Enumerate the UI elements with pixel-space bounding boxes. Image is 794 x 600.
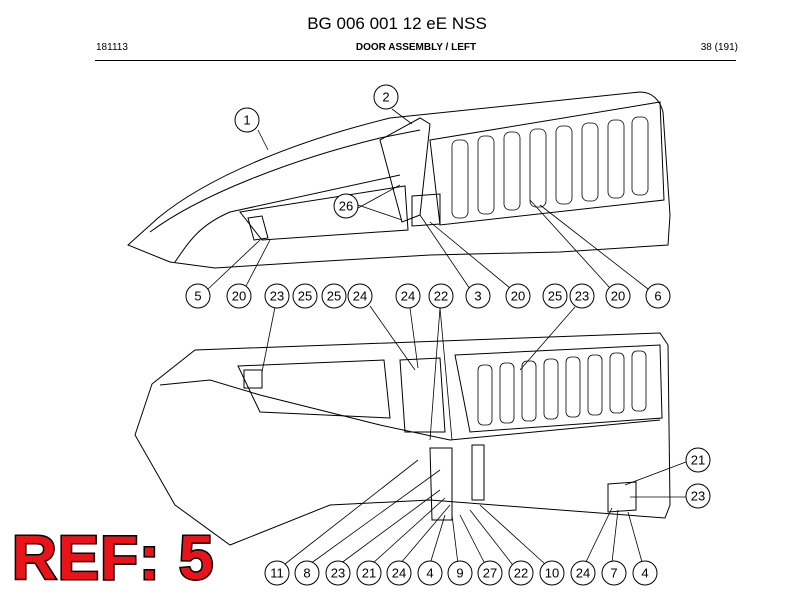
header-rule xyxy=(95,60,736,61)
callout-25: 25 xyxy=(321,283,347,309)
svg-text:11: 11 xyxy=(270,566,284,581)
callout-25: 25 xyxy=(292,283,318,309)
callout-22: 22 xyxy=(508,560,534,586)
svg-text:6: 6 xyxy=(654,289,661,304)
svg-text:22: 22 xyxy=(434,289,448,304)
callout-7: 7 xyxy=(601,560,627,586)
svg-text:24: 24 xyxy=(576,566,590,581)
svg-text:20: 20 xyxy=(511,289,525,304)
svg-text:24: 24 xyxy=(353,289,367,304)
svg-text:4: 4 xyxy=(426,566,433,581)
callout-21: 21 xyxy=(356,560,382,586)
svg-text:21: 21 xyxy=(691,453,705,468)
svg-text:21: 21 xyxy=(362,566,376,581)
svg-text:2: 2 xyxy=(382,90,389,105)
svg-text:23: 23 xyxy=(691,489,705,504)
svg-text:7: 7 xyxy=(610,566,617,581)
svg-text:3: 3 xyxy=(474,289,481,304)
callout-26: 26 xyxy=(333,193,359,219)
svg-text:25: 25 xyxy=(548,289,562,304)
svg-text:23: 23 xyxy=(575,289,589,304)
callout-22: 22 xyxy=(428,283,454,309)
callout-23: 23 xyxy=(264,283,290,309)
leader-lines xyxy=(206,108,687,565)
svg-text:23: 23 xyxy=(331,566,345,581)
callout-23: 23 xyxy=(325,560,351,586)
document-date: 181113 xyxy=(96,42,128,53)
svg-text:1: 1 xyxy=(243,113,250,128)
section-title: DOOR ASSEMBLY / LEFT xyxy=(355,42,477,53)
callout-24: 24 xyxy=(347,283,373,309)
svg-text:20: 20 xyxy=(611,289,625,304)
callout-11: 11 xyxy=(264,560,290,586)
page-number: 38 (191) xyxy=(700,42,738,53)
callout-25: 25 xyxy=(542,283,568,309)
vent-slats-top xyxy=(451,116,649,219)
callout-3: 3 xyxy=(465,283,491,309)
svg-text:26: 26 xyxy=(339,199,353,214)
svg-text:24: 24 xyxy=(392,566,406,581)
callout-6: 6 xyxy=(645,283,671,309)
svg-text:22: 22 xyxy=(514,566,528,581)
document-title: BG 006 001 12 eE NSS xyxy=(307,14,487,33)
svg-text:9: 9 xyxy=(456,566,463,581)
svg-text:20: 20 xyxy=(232,289,246,304)
callout-20: 20 xyxy=(605,283,631,309)
callout-23: 23 xyxy=(569,283,595,309)
callout-23: 23 xyxy=(685,483,711,509)
callout-27: 27 xyxy=(477,560,503,586)
svg-text:25: 25 xyxy=(298,289,312,304)
ref-label: REF: 5 xyxy=(10,524,215,593)
callout-24: 24 xyxy=(386,560,412,586)
door-outline-top xyxy=(127,91,671,269)
callout-24: 24 xyxy=(395,283,421,309)
callout-20: 20 xyxy=(505,283,531,309)
svg-text:25: 25 xyxy=(327,289,341,304)
callout-20: 20 xyxy=(226,283,252,309)
callout-10: 10 xyxy=(539,560,565,586)
callout-4: 4 xyxy=(417,560,443,586)
callout-5: 5 xyxy=(185,283,211,309)
svg-text:27: 27 xyxy=(483,566,497,581)
callout-8: 8 xyxy=(294,560,320,586)
callout-1: 1 xyxy=(234,107,260,133)
svg-text:24: 24 xyxy=(401,289,415,304)
door-outline-bottom xyxy=(134,332,671,546)
callout-24: 24 xyxy=(570,560,596,586)
callout-9: 9 xyxy=(447,560,473,586)
svg-text:5: 5 xyxy=(194,289,201,304)
svg-text:23: 23 xyxy=(270,289,284,304)
svg-text:4: 4 xyxy=(641,566,648,581)
callout-21: 21 xyxy=(685,447,711,473)
svg-text:8: 8 xyxy=(303,566,310,581)
svg-text:10: 10 xyxy=(545,566,559,581)
callout-2: 2 xyxy=(373,84,399,110)
callout-4: 4 xyxy=(632,560,658,586)
vent-slats-bottom xyxy=(477,350,647,426)
